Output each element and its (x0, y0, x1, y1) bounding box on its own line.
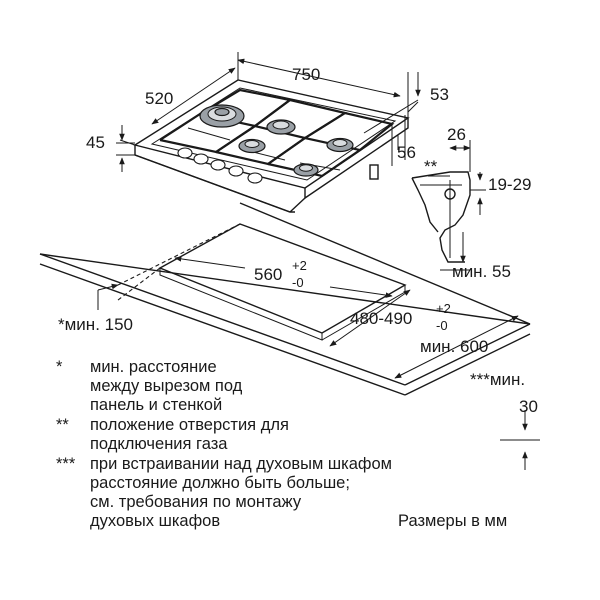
svg-text:750: 750 (292, 65, 320, 84)
svg-text:см. требования по монтажу: см. требования по монтажу (90, 493, 302, 511)
side-section-detail: 26 ** 19-29 мин. 55 (411, 125, 531, 281)
svg-text:**: ** (56, 416, 69, 434)
svg-text:56: 56 (397, 143, 416, 162)
svg-text:*: * (56, 358, 63, 376)
svg-text:мин. 600: мин. 600 (420, 337, 488, 356)
control-knobs (177, 147, 263, 184)
dim-min-150: *мин. 150 (58, 315, 133, 334)
svg-text:панель и стенкой: панель и стенкой (90, 396, 222, 414)
svg-text:***: *** (56, 455, 76, 473)
svg-text:расстояние должно быть больше;: расстояние должно быть больше; (90, 474, 350, 492)
svg-text:480-490: 480-490 (350, 309, 412, 328)
svg-text:*мин. 150: *мин. 150 (58, 315, 133, 334)
dim-width-750: 750 (237, 52, 409, 118)
svg-text:53: 53 (430, 85, 449, 104)
svg-text:положение отверстия для: положение отверстия для (90, 416, 289, 434)
units-note: Размеры в мм (398, 512, 507, 530)
svg-text:мин. расстояние: мин. расстояние (90, 358, 217, 376)
burner-rear-middle (266, 119, 296, 135)
svg-text:духовых шкафов: духовых шкафов (90, 512, 220, 530)
dim-cutout-width: 560 +2 -0 (174, 256, 393, 298)
burner-rear-right (326, 137, 354, 153)
svg-text:**: ** (424, 157, 438, 176)
dim-glass-56: 56 (391, 115, 416, 166)
dim-min-30: ***мин. 30 (470, 370, 540, 470)
svg-text:подключения газа: подключения газа (90, 435, 228, 453)
svg-text:+2: +2 (436, 301, 451, 316)
burner-wok (199, 104, 245, 128)
dim-depth-520: 520 (119, 67, 236, 146)
svg-text:+2: +2 (292, 258, 307, 273)
dim-edge-53: 53 (363, 72, 449, 134)
svg-text:***мин.: ***мин. (470, 370, 525, 389)
svg-text:между вырезом под: между вырезом под (90, 377, 243, 395)
svg-text:30: 30 (519, 397, 538, 416)
dim-min-600: мин. 600 (394, 315, 519, 379)
footnotes: * мин. расстояние между вырезом под пане… (56, 358, 392, 530)
burner-front-right (293, 163, 319, 177)
burner-front-middle (238, 138, 266, 154)
svg-text:560: 560 (254, 265, 282, 284)
dim-height-45: 45 (86, 125, 135, 172)
svg-text:мин. 55: мин. 55 (452, 262, 511, 281)
gas-connector (369, 164, 379, 180)
svg-text:45: 45 (86, 133, 105, 152)
svg-text:19-29: 19-29 (488, 175, 531, 194)
svg-text:26: 26 (447, 125, 466, 144)
svg-text:-0: -0 (436, 318, 448, 333)
svg-text:при встраивании над духовым шк: при встраивании над духовым шкафом (90, 455, 392, 473)
svg-text:-0: -0 (292, 275, 304, 290)
svg-text:520: 520 (145, 89, 173, 108)
hob-panel (133, 79, 410, 213)
